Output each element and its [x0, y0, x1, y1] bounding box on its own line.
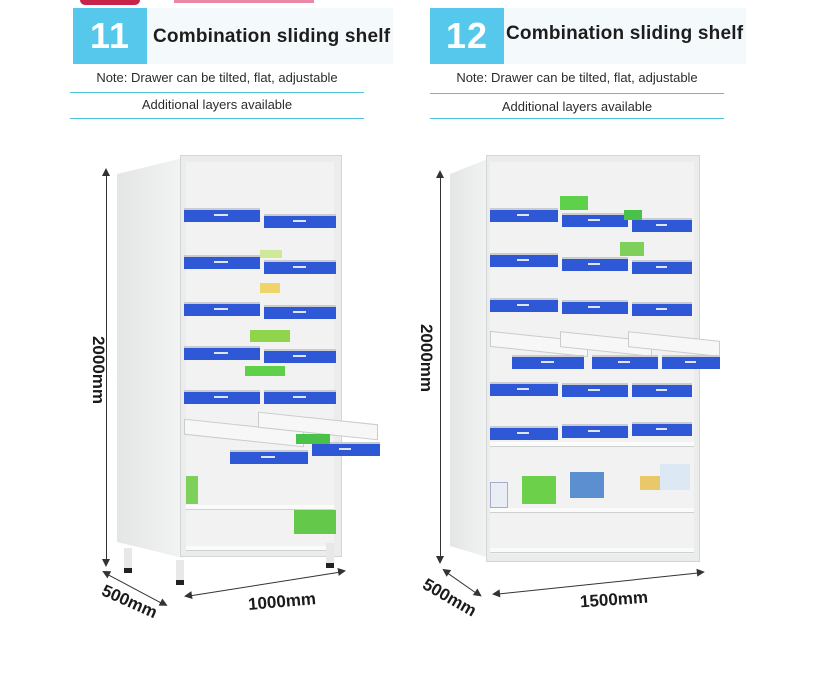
height-dimension-label: 2000mm	[89, 335, 109, 405]
product-12-header: 12 Combination sliding shelf	[430, 8, 746, 64]
depth-dimension-label: 500mm	[98, 580, 161, 623]
product-extra: Additional layers available	[501, 99, 653, 114]
product-note: Note: Drawer can be tilted, flat, adjust…	[96, 70, 338, 85]
divider	[70, 118, 364, 119]
divider	[430, 93, 724, 94]
cropped-logo	[70, 0, 320, 6]
product-extra: Additional layers available	[141, 97, 293, 112]
product-note: Note: Drawer can be tilted, flat, adjust…	[456, 70, 698, 85]
height-dimension-arrow	[436, 170, 444, 564]
depth-dimension-label: 500mm	[419, 574, 480, 621]
divider	[70, 92, 364, 93]
divider	[430, 118, 724, 119]
product-number-badge: 12	[430, 8, 504, 64]
logo-mark	[80, 0, 140, 5]
width-dimension-label: 1500mm	[579, 587, 649, 612]
width-dimension-label: 1000mm	[247, 589, 317, 614]
logo-tagline	[174, 0, 314, 3]
height-dimension-label: 2000mm	[417, 323, 437, 393]
product-11-header: 11 Combination sliding shelf	[73, 8, 393, 64]
product-title: Combination sliding shelf	[153, 26, 391, 47]
product-title: Combination sliding shelf	[506, 23, 744, 44]
product-number-badge: 11	[73, 8, 147, 64]
height-dimension-arrow	[102, 168, 110, 567]
